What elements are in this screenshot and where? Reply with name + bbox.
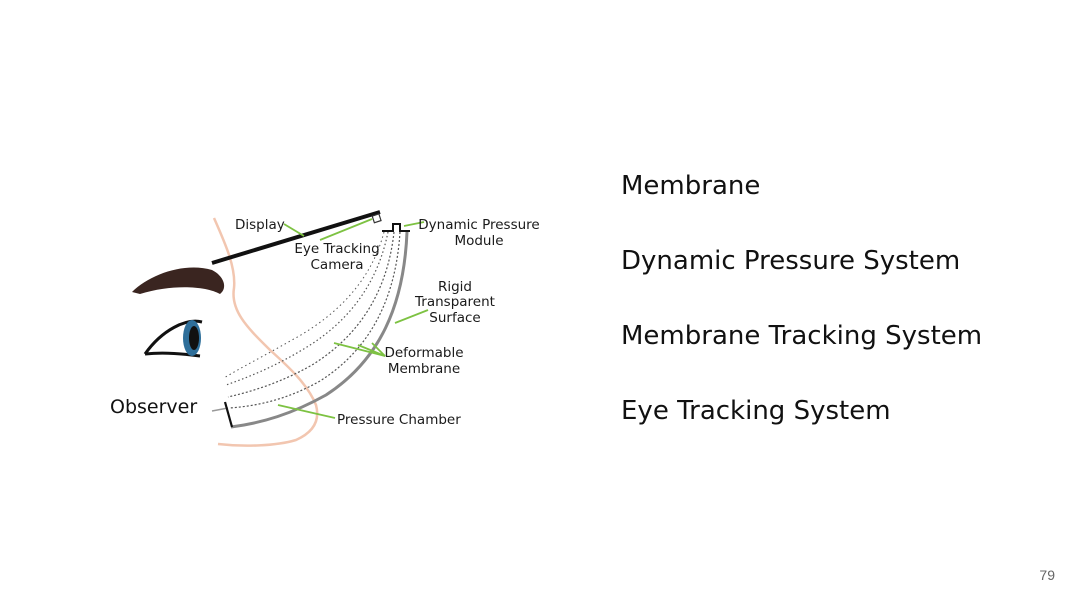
leader-rigid-surface: [394, 309, 429, 324]
eye-icon: [143, 319, 203, 358]
topic-list: Membrane Dynamic Pressure System Membran…: [621, 168, 1061, 468]
label-observer: Observer: [110, 396, 197, 418]
leader-lines: [277, 218, 429, 419]
rigid-transparent-surface: [230, 231, 409, 429]
topic-item-dynamic-pressure-system: Dynamic Pressure System: [621, 246, 961, 276]
leader-membrane-b: [357, 344, 386, 357]
label-rigid-surface-line3: Surface: [429, 310, 480, 326]
leader-eye-tracking-camera: [319, 218, 373, 241]
leader-pressure-chamber: [277, 404, 336, 419]
label-pressure-chamber: Pressure Chamber: [337, 412, 461, 428]
label-eye-tracking-camera-line2: Camera: [311, 257, 364, 273]
label-rigid-surface-line1: Rigid: [438, 279, 472, 295]
deformable-membrane-1: [228, 231, 401, 409]
leader-dynamic-pressure-module: [403, 221, 425, 227]
observer-line: [211, 407, 229, 412]
observer-bracket: [223, 401, 234, 428]
label-dynamic-pressure-module-line1: Dynamic Pressure: [418, 217, 539, 233]
label-eye-tracking-camera-line1: Eye Tracking: [294, 241, 379, 257]
leader-membrane-a: [333, 342, 386, 357]
label-rigid-surface-line2: Transparent: [414, 294, 495, 310]
display-panel: [211, 210, 381, 265]
label-display: Display: [235, 217, 285, 233]
topic-item-membrane-tracking-system: Membrane Tracking System: [621, 321, 983, 351]
leader-membrane-c: [371, 342, 386, 357]
topic-item-membrane: Membrane: [621, 171, 761, 201]
leader-display: [283, 223, 305, 237]
label-deformable-membrane-line1: Deformable: [384, 345, 463, 361]
label-dynamic-pressure-module-line2: Module: [454, 233, 503, 249]
deformable-membrane-3: [225, 231, 389, 386]
label-deformable-membrane-line2: Membrane: [388, 361, 460, 377]
page-number: 79: [1039, 567, 1055, 583]
dynamic-pressure-module-bracket: [382, 223, 410, 232]
display-diagram: Display Eye Tracking Camera Dynamic Pres…: [110, 210, 540, 447]
deformable-membrane-4: [223, 231, 385, 379]
eye-tracking-camera-box: [371, 213, 382, 224]
eyebrow-shape: [132, 267, 225, 294]
topic-item-eye-tracking-system: Eye Tracking System: [621, 396, 891, 426]
